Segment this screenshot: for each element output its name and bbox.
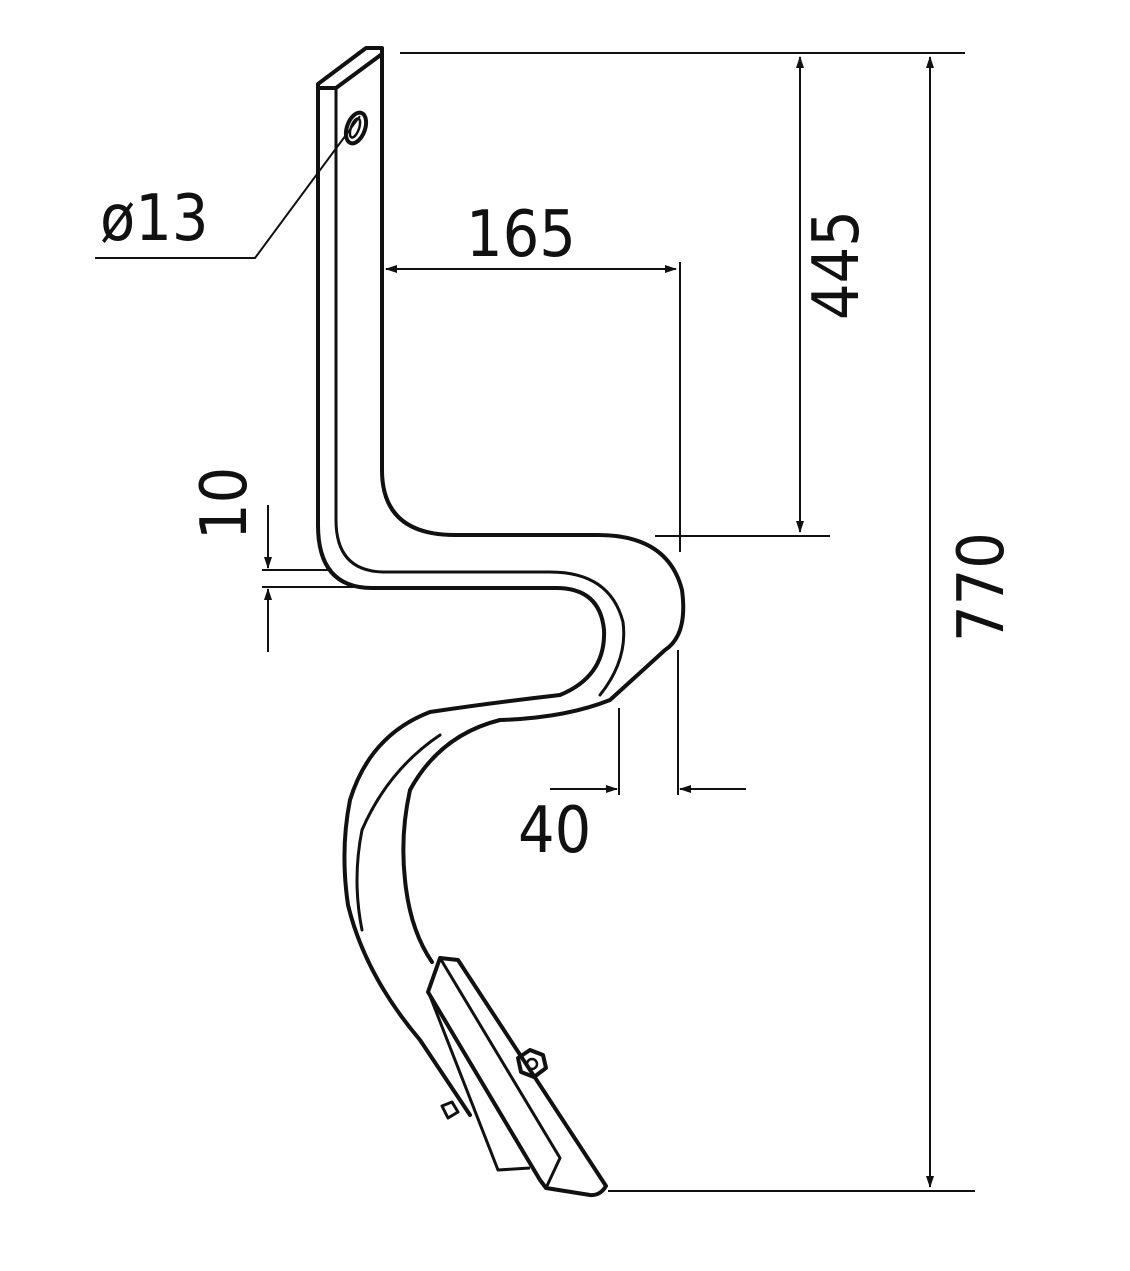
section-width-label: 40 [518,794,591,868]
thickness-label: 10 [188,467,262,540]
tine-lower-inner-edge [355,733,442,932]
width-label: 165 [466,198,576,272]
tine-share [426,956,608,1198]
tine-outline [316,52,686,1117]
tine-body [316,46,686,1117]
tine-top-cap [316,46,384,90]
share-bolt-nut [516,1048,548,1079]
hole-diameter-label: ø13 [100,182,208,256]
share-bolt-head [525,1057,539,1071]
upper-height-label: 445 [800,210,874,320]
dimension-lines [95,52,975,1192]
mounting-hole [343,110,369,146]
tine-inner-edge [334,86,626,697]
share-back [428,995,531,1172]
total-height-label: 770 [945,532,1019,642]
share-back-bolt [440,1100,460,1120]
share-plate [426,956,608,1198]
dimension-labels: ø13 165 445 10 770 40 [100,182,1019,868]
hole-leader-line [95,115,361,259]
share-face-line [438,957,562,1189]
